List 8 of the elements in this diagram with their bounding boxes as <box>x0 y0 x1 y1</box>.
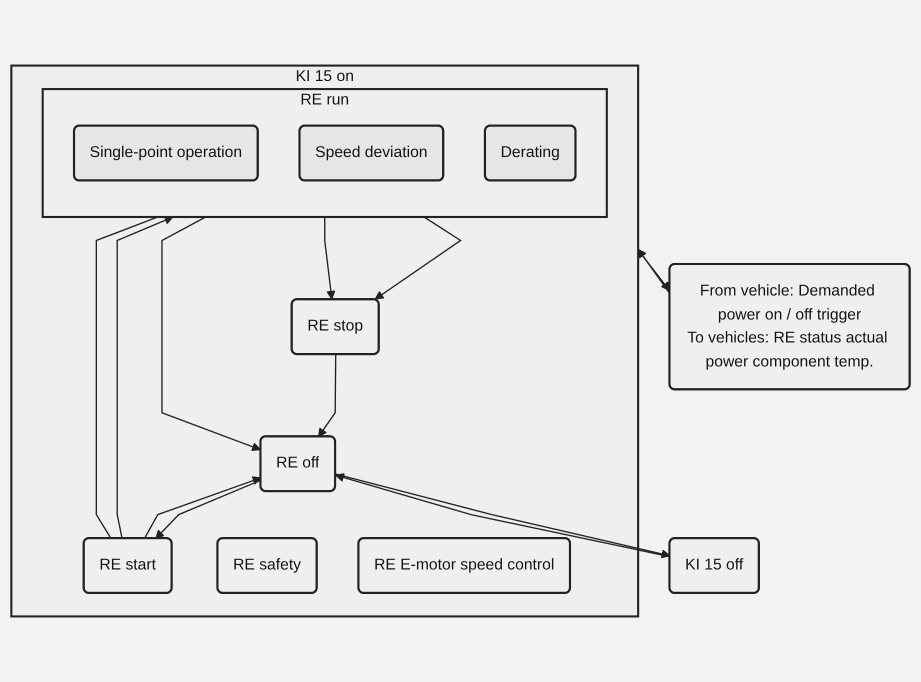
arrow <box>155 480 262 540</box>
arrow <box>318 354 336 438</box>
arrow <box>374 216 462 300</box>
arrow <box>161 216 261 452</box>
connector <box>96 216 158 538</box>
arrow <box>324 217 336 300</box>
arrow <box>144 476 262 539</box>
arrow <box>116 216 174 538</box>
